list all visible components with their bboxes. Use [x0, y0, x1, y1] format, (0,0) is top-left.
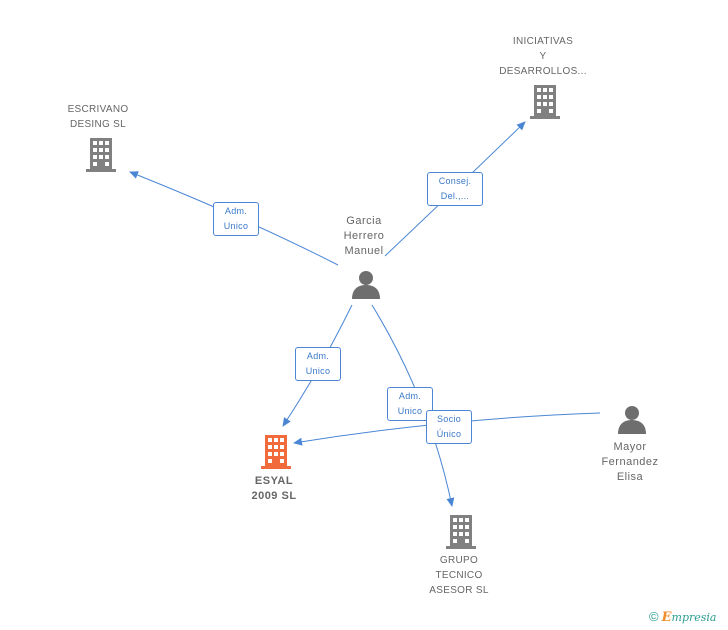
- node-label-mayor[interactable]: Mayor Fernandez Elisa: [601, 441, 659, 483]
- person-icon[interactable]: [618, 406, 646, 434]
- edge-label-garcia-escrivano[interactable]: Adm. Unico: [213, 202, 259, 236]
- node-label-esyal[interactable]: ESYAL 2009 SL: [251, 475, 297, 502]
- node-label-garcia[interactable]: Garcia Herrero Manuel: [343, 215, 385, 257]
- node-label-iniciativas[interactable]: INICIATIVAS Y DESARROLLOS...: [499, 36, 587, 77]
- building-icon[interactable]: [86, 138, 116, 172]
- person-icon[interactable]: [352, 271, 380, 299]
- empresia-logo[interactable]: ©Empresia: [649, 609, 716, 625]
- edge-label-garcia-esyal[interactable]: Adm. Unico: [295, 347, 341, 381]
- brand-name: mpresia: [671, 611, 717, 624]
- brand-initial: E: [661, 610, 672, 625]
- building-icon[interactable]: [530, 85, 560, 119]
- node-label-escrivano[interactable]: ESCRIVANO DESING SL: [67, 104, 129, 130]
- edge-label-mayor-esyal[interactable]: Socio Único: [426, 410, 472, 444]
- edge-label-garcia-iniciativas[interactable]: Consej. Del.,...: [427, 172, 483, 206]
- node-label-grupo[interactable]: GRUPO TECNICO ASESOR SL: [429, 555, 489, 596]
- building-icon[interactable]: [261, 435, 291, 469]
- edge-label-garcia-grupo[interactable]: Adm. Unico: [387, 387, 433, 421]
- copyright-symbol: ©: [649, 609, 659, 624]
- building-icon[interactable]: [446, 515, 476, 549]
